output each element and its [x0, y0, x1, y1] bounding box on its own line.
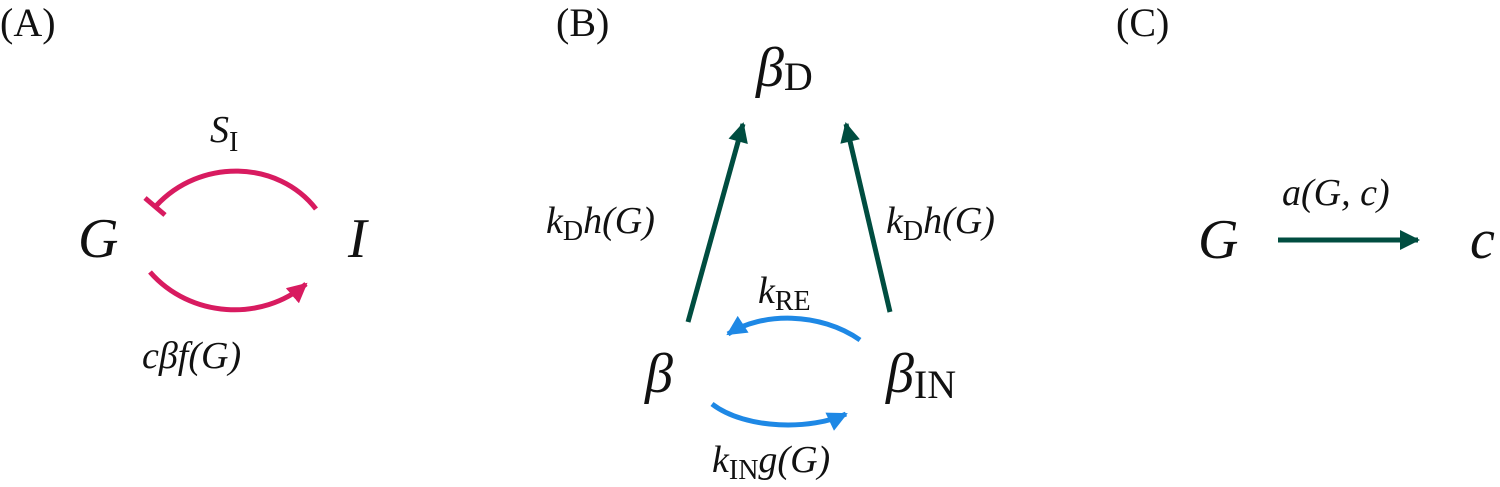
- panel-a: (A) G I SI cβf(G): [0, 0, 369, 377]
- inactivation-edge: [710, 401, 848, 431]
- edge-label-right-rest: h(G): [923, 200, 995, 242]
- node-beta-in-main: β: [885, 343, 914, 405]
- edge-label-left-rest: h(G): [583, 200, 655, 242]
- degradation-edge-right: [840, 122, 893, 313]
- edge-label-right-sub: D: [903, 216, 923, 247]
- reactivation-edge: [726, 315, 862, 343]
- node-c: c: [1470, 209, 1495, 271]
- node-beta-in: βIN: [885, 343, 956, 407]
- panel-b: (B) βD β βIN kDh(G) kDh(G) kRE kINg(G): [546, 0, 995, 486]
- degradation-edge-left: [685, 122, 748, 323]
- edge-label-left-k: k: [546, 200, 564, 242]
- node-g: G: [78, 208, 118, 270]
- node-beta-d-sub: D: [784, 54, 813, 99]
- inhibition-bar-icon: [143, 196, 167, 217]
- edge-label-k-in-sub: IN: [729, 455, 759, 486]
- inhibition-edge: [154, 168, 318, 211]
- node-beta-d-main: β: [755, 37, 784, 99]
- edge-label-k-re-k: k: [758, 270, 776, 312]
- node-beta-in-sub: IN: [914, 362, 956, 407]
- edge-label-right-k: k: [886, 200, 904, 242]
- edge-label-k-in-rest: g(G): [758, 439, 830, 481]
- edge-label-s-i-main: S: [210, 109, 229, 151]
- edge-label-k-re: kRE: [758, 270, 811, 317]
- edge-label-k-in-k: k: [712, 439, 730, 481]
- edge-label-a-g-c: a(G, c): [1282, 172, 1390, 214]
- edge-label-c-beta-f-g: cβf(G): [142, 335, 241, 377]
- edge-label-k-re-sub: RE: [775, 286, 811, 317]
- panel-b-label: (B): [556, 0, 609, 45]
- edge-label-s-i-sub: I: [229, 127, 238, 158]
- node-beta: β: [644, 343, 673, 405]
- edge-label-right: kDh(G): [886, 200, 995, 247]
- node-i: I: [347, 208, 369, 270]
- edge-label-k-in: kINg(G): [712, 439, 830, 486]
- node-beta-d: βD: [755, 37, 813, 99]
- node-g-c: G: [1198, 209, 1238, 271]
- panel-c: (C) G c a(G, c): [1116, 0, 1495, 271]
- panel-c-label: (C): [1116, 0, 1169, 45]
- edge-label-s-i: SI: [210, 109, 238, 158]
- edge-label-left-sub: D: [563, 216, 583, 247]
- activation-edge: [148, 270, 308, 313]
- panel-a-label: (A): [0, 0, 56, 45]
- edge-label-left: kDh(G): [546, 200, 655, 247]
